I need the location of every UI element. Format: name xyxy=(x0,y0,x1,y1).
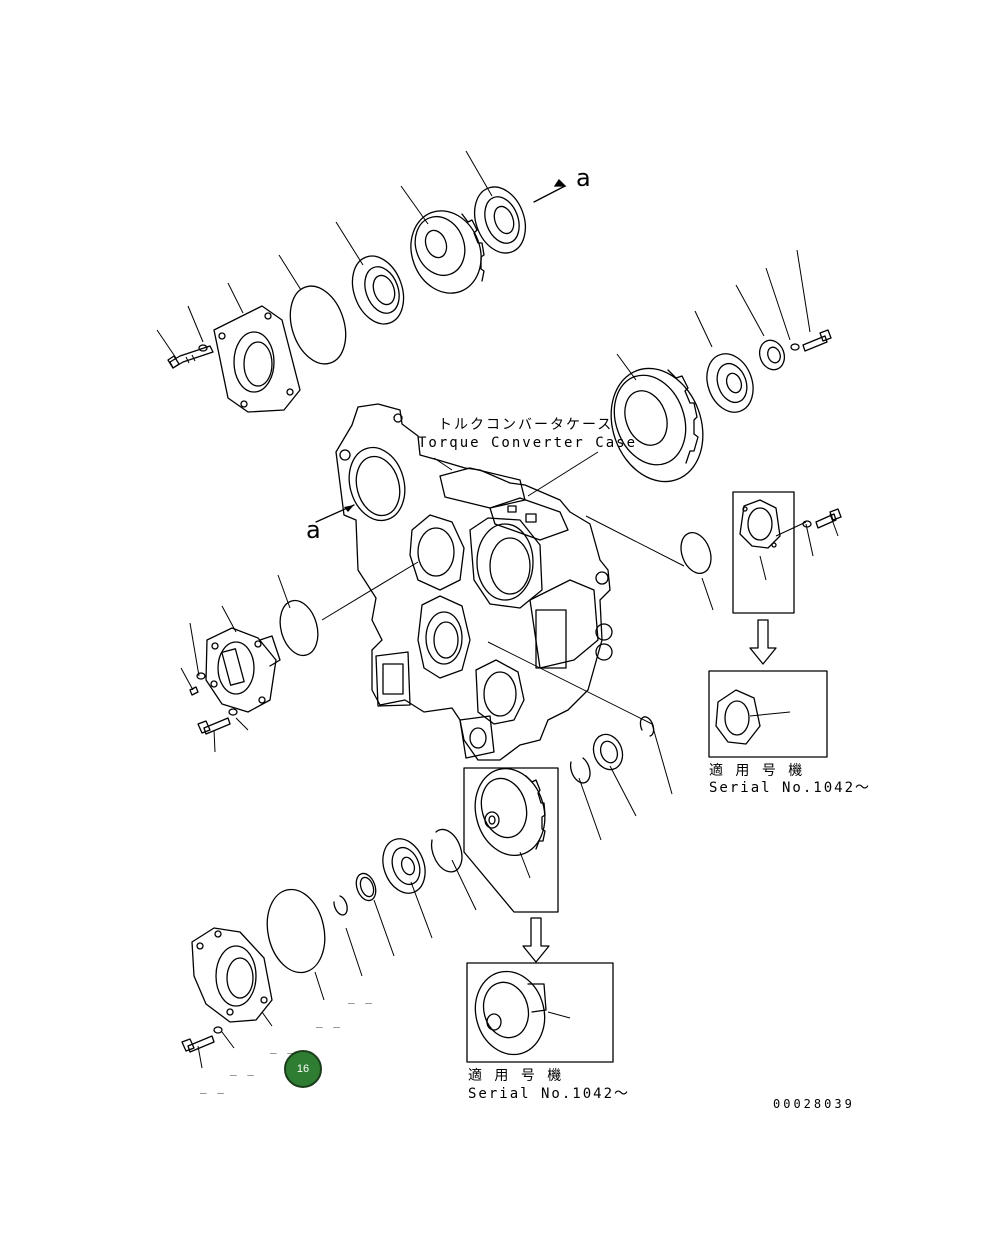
bearing-right-mid xyxy=(592,733,624,771)
bearing-bottom xyxy=(382,838,426,894)
leader-lines-center-right xyxy=(487,641,673,841)
cover-bottom xyxy=(191,927,273,1023)
serial-label-english-bottom: Serial No.1042～ xyxy=(468,1086,631,1102)
cover-left-mid xyxy=(205,627,281,713)
o-ring-right-mid xyxy=(680,532,712,574)
torque-converter-case xyxy=(335,403,613,761)
gear-top xyxy=(410,210,485,294)
ring-bottom xyxy=(355,872,377,902)
dash-marker: _ _ xyxy=(200,1081,226,1094)
o-ring-top xyxy=(289,285,347,365)
box-gear-alt-bottom xyxy=(466,962,614,1063)
bolt-left-mid-upper xyxy=(189,672,206,696)
o-ring-bottom xyxy=(266,888,326,974)
cover-plate-top xyxy=(213,305,301,413)
leader-lines-left-mid xyxy=(180,561,419,753)
case-label-japanese: トルクコンバータケース xyxy=(438,417,614,433)
box-gear-center xyxy=(463,767,559,913)
case-leader-lines xyxy=(315,451,599,523)
drawing-number: 00028039 xyxy=(773,1097,855,1111)
bolt-bottom xyxy=(181,1026,223,1053)
serial-label-japanese-right: 適 用 号 機 xyxy=(709,763,805,779)
bolt-right-top xyxy=(802,329,832,352)
part-callout-badge[interactable]: 16 xyxy=(284,1050,322,1088)
serial-label-english-right: Serial No.1042～ xyxy=(709,780,872,796)
dash-marker: _ _ xyxy=(230,1063,256,1076)
leader-lines-right-top xyxy=(616,249,811,381)
snap-ring-bottom-1 xyxy=(333,895,348,916)
dash-marker: _ _ xyxy=(316,1015,342,1028)
o-ring-left-mid xyxy=(279,599,319,657)
leader-lines-right-mid xyxy=(585,513,839,611)
box-cover-right xyxy=(732,491,795,614)
bearing-top-2 xyxy=(473,186,527,254)
snap-ring-right-1 xyxy=(639,716,655,737)
serial-label-japanese-bottom: 適 用 号 機 xyxy=(468,1068,564,1084)
down-arrow-center xyxy=(522,917,550,963)
leader-lines-top xyxy=(156,150,493,359)
leader-lines-bottom xyxy=(197,859,477,1069)
snap-ring-bottom-2 xyxy=(430,828,463,873)
bolt-left-mid-lower xyxy=(197,708,238,735)
snap-ring-right-2 xyxy=(569,757,591,784)
bolt-cover-top xyxy=(167,344,214,369)
arrow-to-ref-a xyxy=(533,178,567,203)
dash-marker: _ _ xyxy=(270,1041,296,1054)
reference-a-top: a xyxy=(576,164,591,192)
case-label-english: Torque Converter Case xyxy=(418,435,638,451)
bearing-top-1 xyxy=(351,255,405,325)
cap-right-top xyxy=(758,339,800,371)
reference-a-left: a xyxy=(306,516,321,544)
dash-marker: _ _ xyxy=(348,991,374,1004)
box-alt-cover-right xyxy=(708,670,828,758)
part-callout-number: 16 xyxy=(296,1063,310,1075)
bearing-right-top xyxy=(706,353,754,413)
washer-bolt-right-mid xyxy=(802,508,842,529)
gear-large-right xyxy=(610,367,704,483)
down-arrow-right xyxy=(749,619,777,665)
